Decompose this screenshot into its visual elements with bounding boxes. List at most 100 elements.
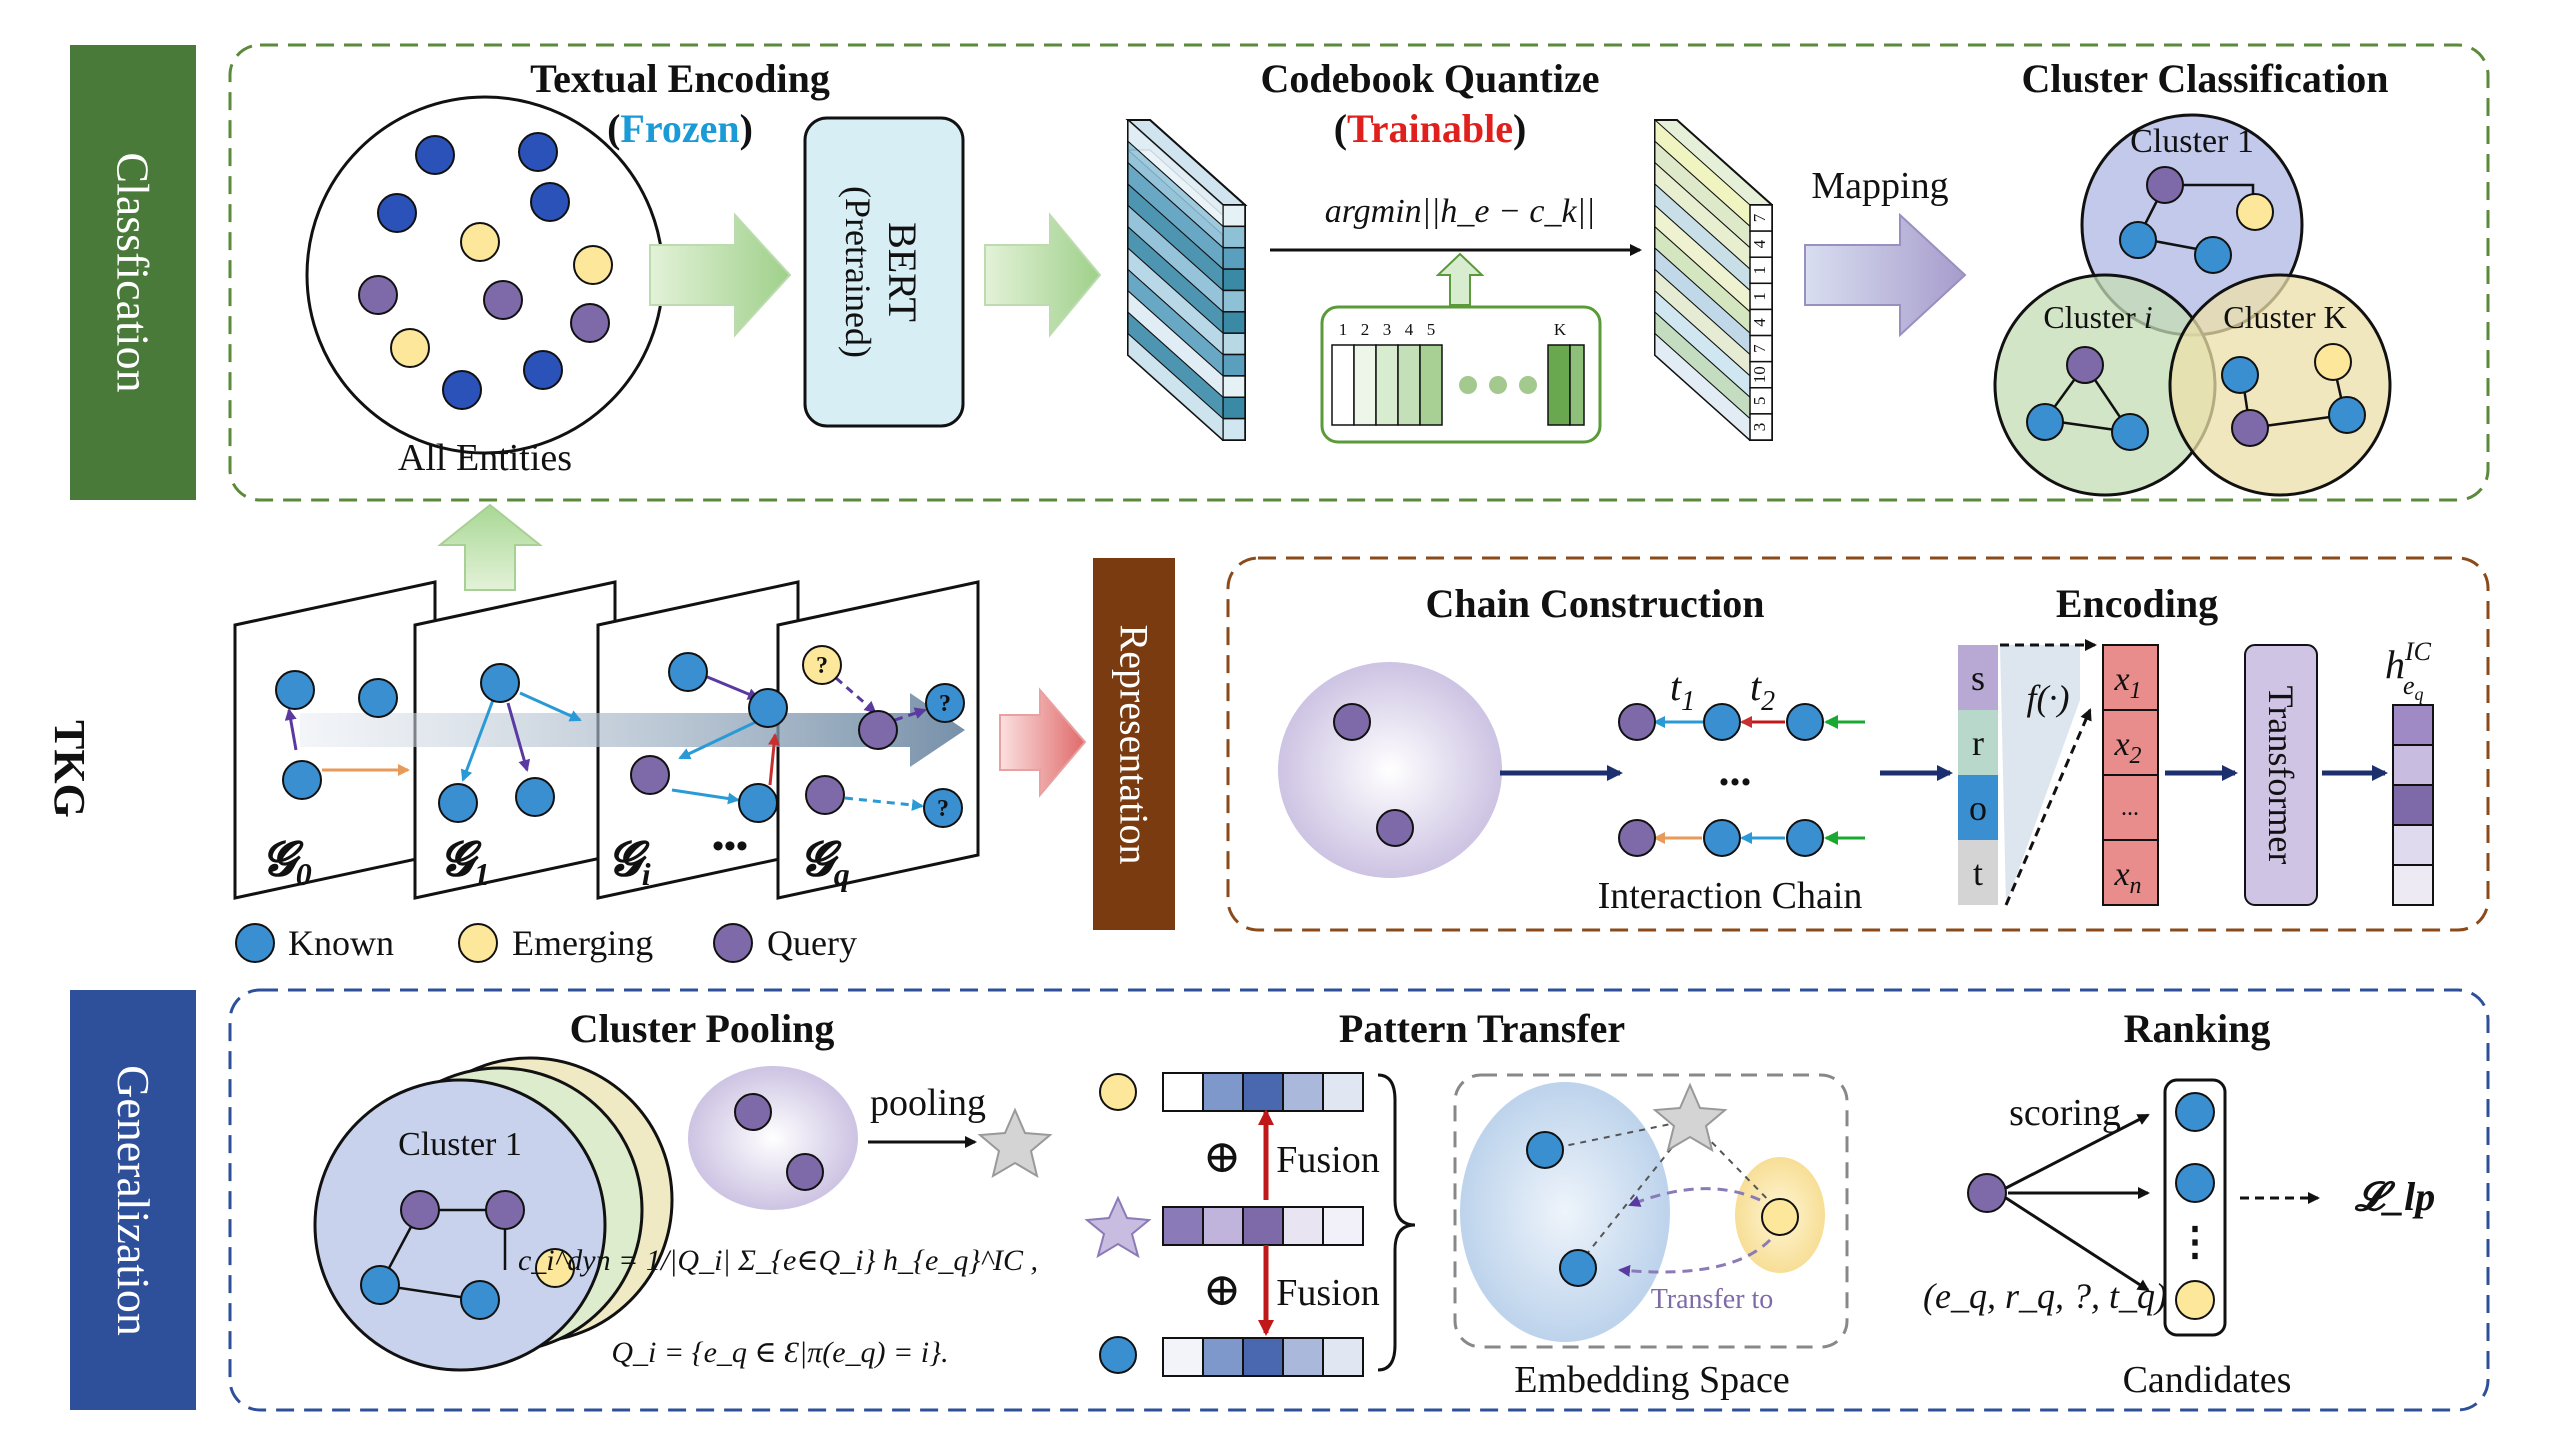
encoding-title: Encoding <box>2056 581 2218 626</box>
pattern-vector-cell <box>1282 1072 1324 1112</box>
embedding-space-label: Embedding Space <box>1514 1359 1789 1401</box>
pattern-vector-cell <box>1282 1206 1324 1246</box>
svg-text:s: s <box>1971 658 1985 698</box>
svg-text:x1: x1 <box>2113 661 2141 704</box>
pool-cluster-front <box>313 1078 607 1372</box>
codebook-dots <box>1459 376 1537 394</box>
codebook-index-k: K <box>1554 320 1567 339</box>
emb-known-node-a <box>1526 1131 1564 1169</box>
stack-cell <box>1222 225 1246 249</box>
pattern-vector-cell <box>1202 1337 1244 1377</box>
svg-text:t: t <box>1973 853 1983 893</box>
pattern-vector-cell <box>1162 1206 1204 1246</box>
trainable-label: (Trainable) <box>1334 106 1527 151</box>
code-value: 4 <box>1750 239 1769 248</box>
argmin-formula: argmin||h_e − c_k|| <box>1325 193 1596 230</box>
svg-text:...: ... <box>2121 795 2139 821</box>
code-value: 10 <box>1750 366 1769 383</box>
pattern-vector-cell <box>1242 1337 1284 1377</box>
codebook-up-arrow <box>1435 252 1485 306</box>
stack-cell <box>1222 246 1246 270</box>
transformer-box <box>2244 644 2318 906</box>
pretrained-label: (Pretrained) <box>838 186 878 358</box>
x-cells <box>2102 644 2159 906</box>
sro-letters: s r o t <box>1969 658 1987 893</box>
f-function-wedge <box>2000 645 2080 905</box>
codebook-column <box>1331 344 1355 426</box>
codebook-index: 3 <box>1383 320 1392 339</box>
t1-label: t1 <box>1670 664 1695 717</box>
textual-encoding-title: Textual Encoding <box>530 56 830 101</box>
graph-i-nodes <box>630 652 788 823</box>
representation-arrow <box>999 687 1087 798</box>
codebook-column <box>1375 344 1399 426</box>
candidate-node-2 <box>2175 1163 2215 1203</box>
entity-dots <box>358 132 613 410</box>
green-arrow-2 <box>984 212 1102 338</box>
f-diag-dashed <box>2004 708 2092 906</box>
emb-emerging-node <box>1761 1198 1799 1236</box>
svg-text:x2: x2 <box>2113 726 2141 769</box>
cluster-k-graph <box>2240 361 2347 430</box>
pt-known-node <box>1099 1336 1137 1374</box>
svg-text:xn: xn <box>2113 856 2141 899</box>
code-value: 5 <box>1750 397 1769 406</box>
code-value: 1 <box>1750 266 1769 275</box>
pattern-vectors <box>1162 1072 1364 1377</box>
interaction-chain-label: Interaction Chain <box>1598 875 1863 917</box>
query-node-b <box>1376 809 1414 847</box>
pool-star-icon <box>977 1107 1053 1179</box>
legend-query-label: Query <box>767 923 857 963</box>
stack-cell <box>1222 204 1246 228</box>
codebook-index: 4 <box>1405 320 1414 339</box>
chain-construction-title: Chain Construction <box>1426 581 1765 626</box>
chain-ellipsis: ... <box>1719 746 1752 795</box>
candidate-node-1 <box>2175 1092 2215 1132</box>
pooling-formula-2: Q_i = {e_q ∈ Ɛ|π(e_q) = i}. <box>611 1336 948 1369</box>
graph-0-edges <box>284 708 410 776</box>
cluster-k-nodes <box>2221 343 2366 447</box>
pooling-label: pooling <box>870 1082 986 1124</box>
generalization-panel: Generalization <box>70 990 196 1410</box>
pattern-vector-cell <box>1162 1337 1204 1377</box>
classification-frame <box>228 43 2490 502</box>
transfer-to-label: Transfer to <box>1651 1284 1774 1315</box>
all-entities-label: All Entities <box>398 437 572 479</box>
cluster-1-nodes <box>2119 166 2274 274</box>
codebook-column-k <box>1547 344 1571 426</box>
legend-emerging-dot <box>458 923 498 963</box>
svg-text:r: r <box>1972 723 1984 763</box>
scoring-label: scoring <box>2009 1092 2121 1134</box>
svg-text:?: ? <box>939 691 951 717</box>
query-node-a <box>1333 703 1371 741</box>
f-function-label: f(·) <box>2027 678 2070 718</box>
stack-cell <box>1222 375 1246 399</box>
stack-cell <box>1222 268 1246 292</box>
codebook-index: 1 <box>1339 320 1348 339</box>
graph-1-edges <box>460 691 582 782</box>
chain-1 <box>1618 703 1865 741</box>
codebook-column <box>1353 344 1377 426</box>
fusion-label-1: Fusion <box>1276 1139 1379 1181</box>
stack-cell <box>1222 289 1246 313</box>
pattern-vector-cell <box>1322 1072 1364 1112</box>
quantized-stack-cells <box>1654 118 1751 442</box>
candidates-label: Candidates <box>2123 1359 2292 1401</box>
graph-q-edges <box>835 676 927 811</box>
loss-label: 𝓛_lp <box>2354 1174 2435 1219</box>
stack-cell <box>1222 396 1246 420</box>
candidate-node-3 <box>2175 1280 2215 1320</box>
code-cell <box>1749 413 1773 441</box>
pattern-vector-cell <box>1242 1206 1284 1246</box>
bert-text-group: BERT (Pretrained) <box>838 186 925 358</box>
transformer-label: Transformer <box>2261 686 2301 865</box>
pt-star-icon <box>1084 1195 1152 1259</box>
cluster-k-label: Cluster K <box>2223 299 2347 335</box>
svg-text:?: ? <box>816 653 828 679</box>
blue-stack-cells <box>1127 118 1246 442</box>
pool-query-node-b <box>786 1153 824 1191</box>
pool-query-blob <box>688 1066 858 1210</box>
